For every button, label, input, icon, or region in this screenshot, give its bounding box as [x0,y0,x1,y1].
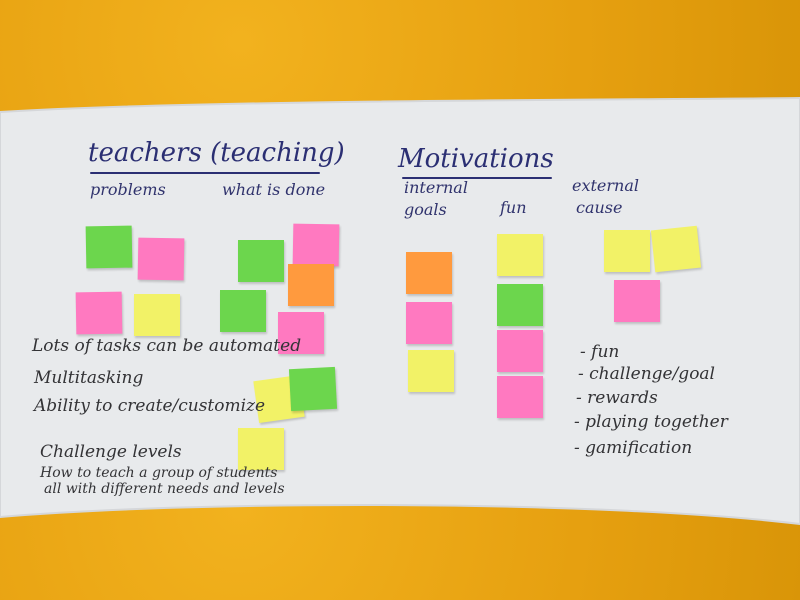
heading-motivations-underline [402,177,552,179]
note-challenge-levels: Challenge levels [40,442,182,462]
sticky-note-yellow [497,234,543,276]
column-internal-goals: goals [404,200,447,219]
sticky-note-pink [292,223,340,267]
note-teach-group: How to teach a group of students [40,465,278,481]
list-item-rewards: - rewards [576,388,658,408]
note-create-customize: Ability to create/customize [34,396,266,416]
heading-teachers-underline [90,172,320,174]
sticky-note-pink [278,312,324,354]
sticky-note-yellow [408,350,454,392]
list-item-challenge-goal: - challenge/goal [578,364,715,384]
column-external-cause: cause [576,198,623,217]
column-internal: internal [404,178,468,197]
sticky-note-pink [406,302,452,344]
sticky-note-yellow [238,428,284,470]
list-item-gamification: - gamification [574,438,693,458]
sticky-note-green [497,284,543,326]
sticky-note-green [85,225,133,269]
column-problems: problems [90,180,166,199]
heading-teachers: teachers (teaching) [88,138,345,168]
sticky-note-green [288,366,338,412]
column-fun: fun [500,198,527,217]
sticky-note-orange [406,252,452,294]
sticky-note-yellow [134,294,180,336]
sticky-note-orange [288,264,334,306]
column-external: external [572,176,639,195]
note-tasks-automated: Lots of tasks can be automated [32,336,302,356]
heading-motivations: Motivations [398,144,554,174]
list-item-fun: - fun [580,342,620,362]
note-different-needs: all with different needs and levels [44,481,285,497]
column-what-is-done: what is done [222,180,326,199]
sticky-note-pink [497,376,543,418]
sticky-note-pink [137,237,185,281]
sticky-note-yellow [604,230,650,272]
sticky-note-green [220,290,266,332]
sticky-note-green [238,240,284,282]
sticky-note-yellow [650,225,702,273]
note-multitasking: Multitasking [34,368,144,388]
list-item-playing-together: - playing together [574,412,728,432]
sticky-note-pink [497,330,543,372]
sticky-note-pink [614,280,660,322]
sticky-note-pink [75,291,123,335]
